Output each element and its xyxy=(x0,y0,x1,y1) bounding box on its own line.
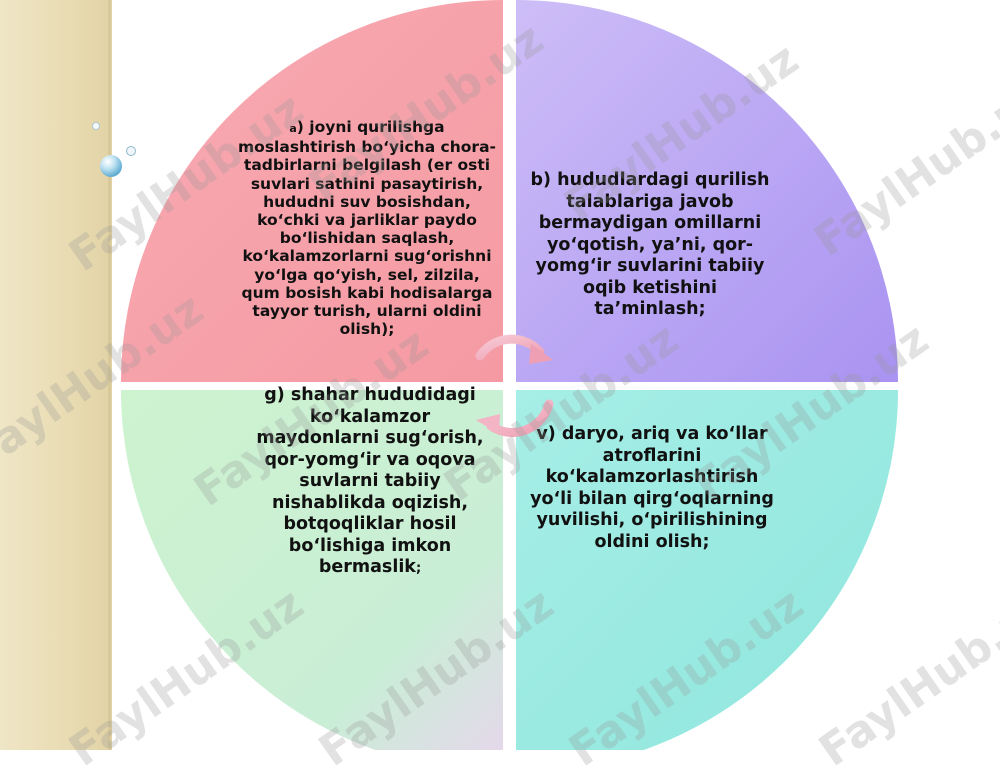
cycle-diagram xyxy=(121,0,898,750)
quadrant-top-left-text: a) joyni qurilishga moslashtirish bo‘yic… xyxy=(236,118,498,338)
quadrant-top-right xyxy=(516,0,898,382)
tiny-bubble-decoration xyxy=(92,122,100,130)
quadrant-bottom-right-text: v) daryo, ariq va ko‘llar atroflarini ko… xyxy=(530,424,774,552)
item-prefix: a xyxy=(289,122,297,135)
item-text: ) joyni qurilishga moslashtirish bo‘yich… xyxy=(238,118,496,339)
circular-arrows-icon xyxy=(475,334,554,437)
quadrant-bottom-left xyxy=(121,390,503,750)
quadrant-top-left xyxy=(121,0,503,382)
left-band-edge xyxy=(108,0,111,750)
item-text: g) shahar hududidagi ko‘kalamzor maydonl… xyxy=(256,385,484,577)
quadrant-bottom-left-text: g) shahar hududidagi ko‘kalamzor maydonl… xyxy=(248,385,492,580)
quadrant-top-right-text: b) hududlardagi qurilish talablariga jav… xyxy=(530,170,770,319)
blue-bubble-decoration xyxy=(100,155,122,177)
item-suffix: ; xyxy=(415,561,422,576)
small-bubble-decoration xyxy=(126,146,136,156)
quadrant-bottom-right xyxy=(516,390,898,750)
